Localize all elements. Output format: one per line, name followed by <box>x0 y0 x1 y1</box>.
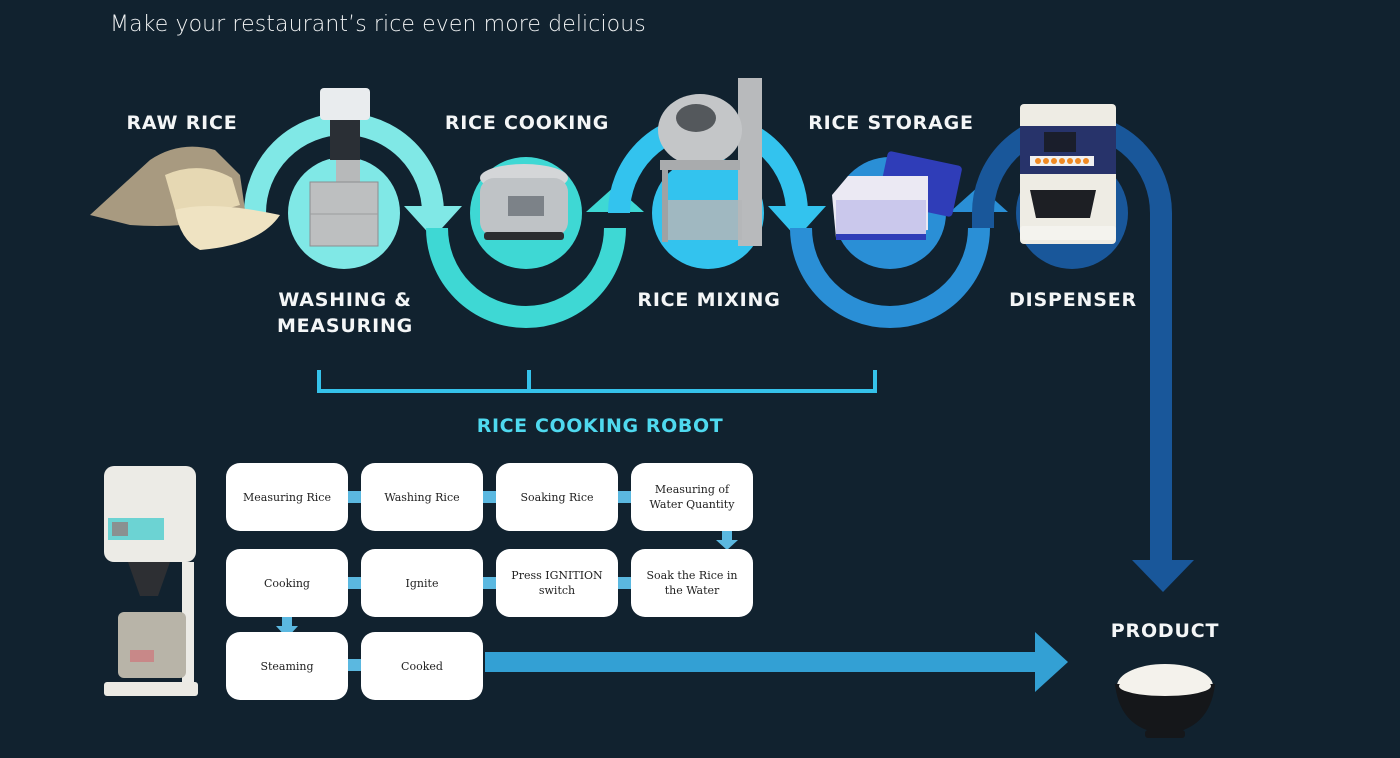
rice-dispenser-image <box>1020 104 1116 244</box>
output-arrow-icon <box>485 632 1068 692</box>
stage-label-rice-storage: RICE STORAGE <box>808 112 974 134</box>
robot-label: RICE COOKING ROBOT <box>476 415 724 437</box>
step-box: Cooked <box>361 632 483 700</box>
step-box: Measuring of Water Quantity <box>631 463 753 531</box>
step-box: Cooking <box>226 549 348 617</box>
arrow-down-icon <box>716 530 738 550</box>
rice-cooking-robot-image <box>104 466 198 696</box>
step-box: Measuring Rice <box>226 463 348 531</box>
step-box: Washing Rice <box>361 463 483 531</box>
step-box: Soak the Rice in the Water <box>631 549 753 617</box>
step-box: Soaking Rice <box>496 463 618 531</box>
rice-sack-image <box>90 146 280 250</box>
robot-bracket <box>317 370 877 393</box>
stage-label-rice-mixing: RICE MIXING <box>637 289 781 311</box>
rice-cooker-image <box>480 164 568 240</box>
product-label: PRODUCT <box>1110 620 1220 642</box>
washing-machine-image <box>309 88 379 247</box>
arrow-down-icon <box>1132 560 1194 592</box>
stage-label-rice-cooking: RICE COOKING <box>444 112 610 134</box>
arrow-down-icon <box>404 206 462 238</box>
arrow-down-icon <box>768 206 826 238</box>
stage-label-raw-rice: RAW RICE <box>126 112 238 134</box>
page-title: Make your restaurant’s rice even more de… <box>110 12 646 37</box>
stage-label-washing-measuring: WASHING & MEASURING <box>276 289 414 337</box>
step-box: Press IGNITION switch <box>496 549 618 617</box>
step-box: Steaming <box>226 632 348 700</box>
rice-bowl-image <box>1115 664 1215 738</box>
arrow-down-icon <box>276 616 298 638</box>
step-box: Ignite <box>361 549 483 617</box>
rice-mixer-image <box>658 78 762 246</box>
storage-box-image <box>832 151 962 240</box>
stage-label-dispenser: DISPENSER <box>1009 289 1137 311</box>
